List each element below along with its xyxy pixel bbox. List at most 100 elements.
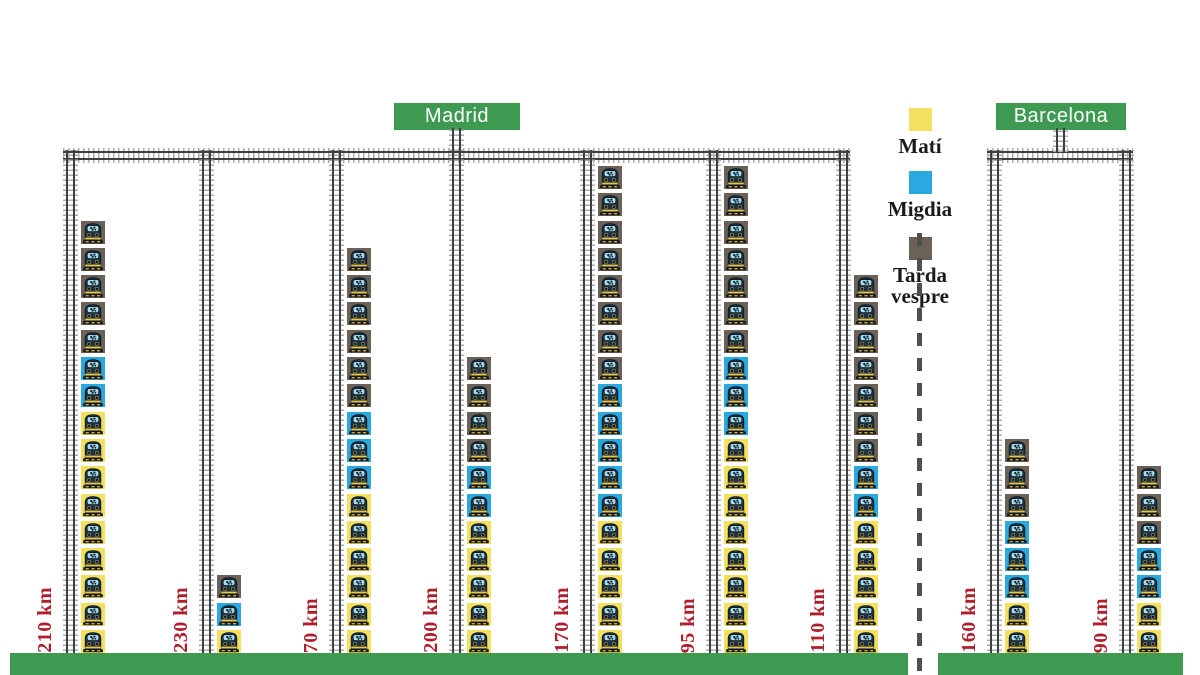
barcelona-main-track xyxy=(987,148,1133,163)
legend-item-mati: Matí xyxy=(865,108,975,157)
train-icon-toledo-mati xyxy=(347,548,371,572)
train-icon-avila-tarda xyxy=(854,357,878,380)
train-icon-ciudad-real-migdia xyxy=(467,493,491,517)
train-icon-segovia-migdia xyxy=(724,411,748,435)
train-icon-cuenca-tarda xyxy=(598,193,622,217)
train-icon-valladolid-tarda xyxy=(81,302,105,326)
train-icon-avila-tarda xyxy=(854,302,878,326)
train-icon-cuenca-migdia xyxy=(598,438,622,462)
train-icon-salamanca-tarda xyxy=(217,575,241,599)
distance-label-segovia: 95 km xyxy=(677,597,699,653)
track-segovia xyxy=(705,150,721,656)
distance-label-salamanca: 230 km xyxy=(170,587,192,653)
train-icon-cuenca-migdia xyxy=(598,466,622,490)
distance-label-toledo: 70 km xyxy=(300,597,322,653)
train-icon-valladolid-mati xyxy=(81,493,105,517)
train-icon-toledo-tarda xyxy=(347,329,371,353)
train-icon-lleida-migdia xyxy=(1005,548,1029,572)
track-ciudad-real xyxy=(448,128,464,656)
train-icon-ciudad-real-mati xyxy=(467,602,491,626)
train-icon-toledo-migdia xyxy=(347,411,371,435)
train-icon-valladolid-tarda xyxy=(81,247,105,271)
train-icon-tarragona-mati xyxy=(1137,630,1161,653)
train-icon-ciudad-real-tarda xyxy=(467,411,491,435)
train-icon-ciudad-real-mati xyxy=(467,548,491,572)
train-icon-toledo-migdia xyxy=(347,438,371,462)
track-cuenca xyxy=(579,150,595,656)
train-icon-cuenca-tarda xyxy=(598,329,622,353)
madrid-cities-bar xyxy=(10,653,908,675)
train-icon-avila-tarda xyxy=(854,438,878,462)
train-icon-segovia-tarda xyxy=(724,165,748,189)
migdia-color-swatch xyxy=(908,171,932,194)
train-icon-lleida-tarda xyxy=(1005,438,1029,462)
train-icon-cuenca-tarda xyxy=(598,165,622,189)
train-icon-salamanca-migdia xyxy=(217,602,241,626)
train-icon-tarragona-migdia xyxy=(1137,548,1161,572)
train-icon-segovia-tarda xyxy=(724,302,748,326)
train-icon-avila-mati xyxy=(854,602,878,626)
train-icon-salamanca-mati xyxy=(217,630,241,653)
train-icon-lleida-tarda xyxy=(1005,493,1029,517)
train-icon-toledo-tarda xyxy=(347,357,371,380)
train-icon-cuenca-mati xyxy=(598,520,622,544)
train-icon-valladolid-mati xyxy=(81,520,105,544)
train-icon-segovia-migdia xyxy=(724,357,748,380)
train-icon-cuenca-tarda xyxy=(598,220,622,244)
train-icon-cuenca-migdia xyxy=(598,384,622,408)
track-tarragona xyxy=(1118,150,1134,656)
train-icon-segovia-mati xyxy=(724,493,748,517)
train-icon-valladolid-migdia xyxy=(81,357,105,380)
train-icon-ciudad-real-migdia xyxy=(467,466,491,490)
train-icon-ciudad-real-mati xyxy=(467,575,491,599)
train-icon-tarragona-tarda xyxy=(1137,466,1161,490)
train-icon-cuenca-tarda xyxy=(598,302,622,326)
train-icon-cuenca-tarda xyxy=(598,357,622,380)
train-icon-toledo-mati xyxy=(347,493,371,517)
train-icon-valladolid-mati xyxy=(81,466,105,490)
train-icon-cuenca-mati xyxy=(598,630,622,653)
train-icon-ciudad-real-tarda xyxy=(467,384,491,408)
train-icon-cuenca-migdia xyxy=(598,411,622,435)
train-icon-valladolid-migdia xyxy=(81,384,105,408)
train-icon-valladolid-tarda xyxy=(81,220,105,244)
train-icon-toledo-mati xyxy=(347,520,371,544)
mati-color-swatch xyxy=(908,108,932,131)
train-icon-avila-mati xyxy=(854,630,878,653)
train-icon-toledo-tarda xyxy=(347,384,371,408)
train-icon-toledo-mati xyxy=(347,630,371,653)
train-icon-segovia-mati xyxy=(724,575,748,599)
train-icon-cuenca-tarda xyxy=(598,275,622,299)
train-icon-segovia-mati xyxy=(724,438,748,462)
group-divider xyxy=(917,233,922,673)
train-icon-valladolid-mati xyxy=(81,548,105,572)
train-icon-avila-mati xyxy=(854,548,878,572)
barcelona-station-label: Barcelona xyxy=(996,103,1126,130)
train-icon-valladolid-mati xyxy=(81,630,105,653)
train-icon-lleida-migdia xyxy=(1005,575,1029,599)
track-toledo xyxy=(328,150,344,656)
train-icon-avila-tarda xyxy=(854,329,878,353)
distance-label-valladolid: 210 km xyxy=(34,587,56,653)
train-icon-segovia-tarda xyxy=(724,220,748,244)
train-icon-segovia-tarda xyxy=(724,193,748,217)
train-icon-cuenca-tarda xyxy=(598,247,622,271)
train-icon-tarragona-mati xyxy=(1137,602,1161,626)
track-salamanca xyxy=(198,150,214,656)
train-icon-segovia-mati xyxy=(724,630,748,653)
train-icon-segovia-tarda xyxy=(724,247,748,271)
distance-label-cuenca: 170 km xyxy=(551,587,573,653)
train-icon-valladolid-tarda xyxy=(81,329,105,353)
train-icon-segovia-mati xyxy=(724,602,748,626)
barcelona-stub-track xyxy=(1053,128,1068,152)
train-icon-tarragona-tarda xyxy=(1137,493,1161,517)
train-icon-valladolid-mati xyxy=(81,438,105,462)
train-icon-toledo-mati xyxy=(347,602,371,626)
train-icon-segovia-mati xyxy=(724,548,748,572)
track-avila xyxy=(835,150,851,656)
train-icon-lleida-migdia xyxy=(1005,520,1029,544)
train-icon-segovia-mati xyxy=(724,466,748,490)
distance-label-lleida: 160 km xyxy=(958,587,980,653)
train-icon-tarragona-migdia xyxy=(1137,575,1161,599)
